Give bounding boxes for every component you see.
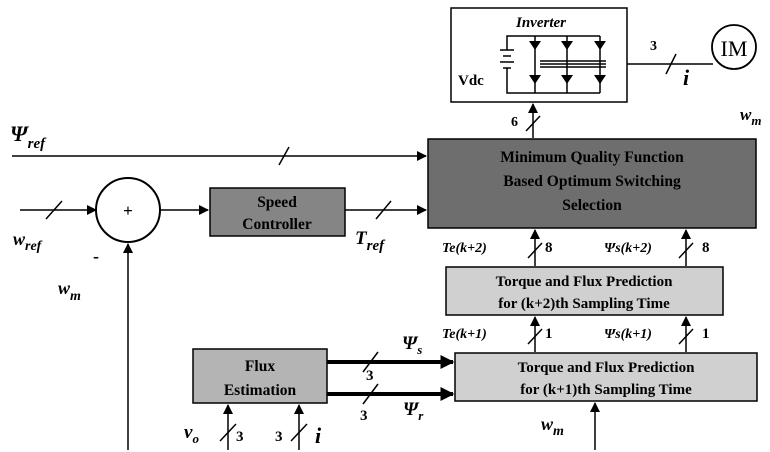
t-ref-label: Tref xyxy=(355,228,386,254)
prediction-k1-line2: for (k+1)th Sampling Time xyxy=(520,382,692,398)
inverter-switches xyxy=(529,41,606,84)
gate-bus-width: 6 xyxy=(511,115,518,130)
psis-k1-line: Ψs(k+1) 1 xyxy=(604,316,710,352)
bus-slash xyxy=(290,423,308,442)
bus-slash xyxy=(678,328,694,345)
prediction-k1-block: Torque and Flux Prediction for (k+1)th S… xyxy=(454,352,758,402)
flux-estimation-block: Flux Estimation xyxy=(192,348,328,404)
te-k1-label: Te(k+1) xyxy=(442,327,487,342)
bus-slash xyxy=(375,200,392,220)
i-bus-width: 3 xyxy=(275,429,283,445)
vo-label: vo xyxy=(184,422,199,446)
inverter-block: Inverter Vdc xyxy=(450,7,628,103)
vo-bus-width: 3 xyxy=(236,429,244,445)
te-k1-bus-width: 1 xyxy=(545,326,553,342)
motor-phase-line: 3 i xyxy=(627,39,713,90)
bus-slash xyxy=(45,200,63,220)
prediction-k2-line1: Torque and Flux Prediction xyxy=(496,274,674,290)
psi-ref-line: Ψref xyxy=(10,121,427,166)
motor-bus-width: 3 xyxy=(650,39,657,54)
bus-slash xyxy=(278,146,290,166)
psi-r-label: Ψr xyxy=(403,399,424,423)
mqf-line1: Minimum Quality Function xyxy=(500,149,684,166)
wm-prediction-label: wm xyxy=(541,414,564,439)
te-k2-label: Te(k+2) xyxy=(442,241,487,256)
summing-junction: + xyxy=(95,177,161,243)
feedback-speed-label: wm xyxy=(58,278,81,304)
mqf-line2: Based Optimum Switching xyxy=(503,173,681,190)
psi-s-line: 3 Ψs xyxy=(327,333,455,384)
motor-label: IM xyxy=(721,36,748,61)
inverter-title: Inverter xyxy=(515,15,566,31)
bus-slash xyxy=(527,242,543,259)
motor-speed-label: wm xyxy=(740,105,761,128)
vo-line: vo 3 xyxy=(184,404,244,450)
induction-motor: IM xyxy=(711,24,757,70)
speed-controller-block: Speed Controller xyxy=(209,187,346,237)
bus-slash xyxy=(362,351,379,373)
sum-minus-sign: - xyxy=(93,246,99,266)
te-k2-line: Te(k+2) 8 xyxy=(442,229,553,266)
mqf-block: Minimum Quality Function Based Optimum S… xyxy=(427,138,757,229)
psi-ref-label: Ψref xyxy=(10,121,47,152)
bus-slash xyxy=(527,328,543,345)
psis-k2-label: Ψs(k+2) xyxy=(604,241,652,256)
wm-to-prediction-line: wm xyxy=(541,402,600,450)
psis-k1-bus-width: 1 xyxy=(702,326,710,342)
bus-slash xyxy=(665,53,677,75)
psi-s-bus-width: 3 xyxy=(366,368,374,384)
gate-signal-line: 6 xyxy=(511,103,541,138)
speed-controller-line1: Speed xyxy=(257,194,297,211)
inverter-vdc-label: Vdc xyxy=(458,73,484,89)
i-label: i xyxy=(315,423,322,448)
t-ref-line: Tref xyxy=(345,200,427,254)
motor-current-label: i xyxy=(683,65,690,90)
i-line: 3 i xyxy=(275,404,322,450)
bus-slash xyxy=(678,242,694,259)
psis-k1-label: Ψs(k+1) xyxy=(604,327,652,342)
psi-r-bus-width: 3 xyxy=(360,408,368,424)
te-k2-bus-width: 8 xyxy=(545,240,553,256)
prediction-k2-line2: for (k+2)th Sampling Time xyxy=(498,296,670,312)
psi-s-label: Ψs xyxy=(402,333,422,357)
prediction-k1-line1: Torque and Flux Prediction xyxy=(518,360,696,376)
psi-r-line: 3 Ψr xyxy=(327,383,455,424)
te-k1-line: Te(k+1) 1 xyxy=(442,316,553,352)
flux-estimation-line2: Estimation xyxy=(224,382,297,399)
bus-slash xyxy=(219,423,237,442)
w-ref-line: wref xyxy=(13,200,97,254)
flux-estimation-line1: Flux xyxy=(245,358,275,375)
psis-k2-bus-width: 8 xyxy=(702,240,710,256)
prediction-k2-block: Torque and Flux Prediction for (k+2)th S… xyxy=(445,266,724,316)
w-ref-label: wref xyxy=(13,229,43,254)
speed-controller-line2: Controller xyxy=(242,216,312,233)
psis-k2-line: Ψs(k+2) 8 xyxy=(604,229,710,266)
mqf-line3: Selection xyxy=(562,197,622,214)
inverter-border xyxy=(450,7,628,103)
sum-plus-sign: + xyxy=(123,201,133,220)
bus-slash xyxy=(525,115,541,132)
bus-slash xyxy=(362,383,379,405)
